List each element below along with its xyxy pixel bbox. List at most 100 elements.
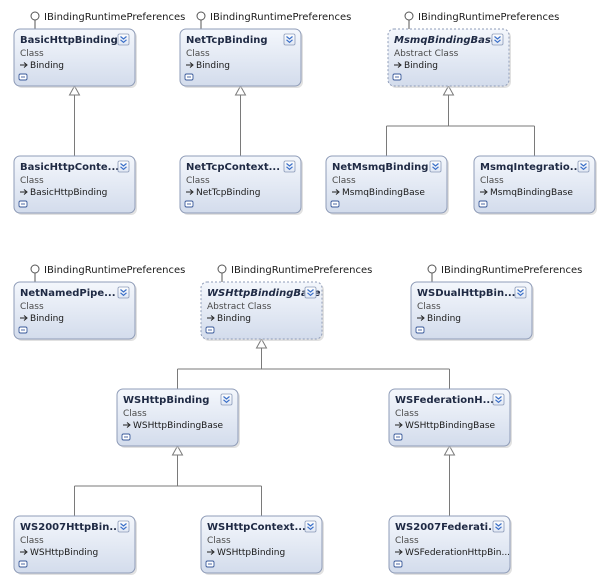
class-name: BasicHttpConte... (20, 162, 119, 173)
class-box-net-tcp-binding[interactable]: IBindingRuntimePreferencesNetTcpBindingC… (179, 11, 351, 88)
inherit-arrow-icon (20, 315, 28, 321)
class-box-wsdual-http-bin[interactable]: IBindingRuntimePreferencesWSDualHttpBin.… (410, 264, 582, 341)
inherit-arrow-icon (207, 549, 215, 555)
base-class-name: Binding (30, 61, 64, 71)
base-class-name: MsmqBindingBase (342, 188, 425, 198)
class-box-body (387, 28, 510, 87)
double-chevron-down-icon[interactable] (220, 393, 233, 406)
inherit-arrow-icon (207, 315, 215, 321)
inherit-arrow-icon (186, 62, 194, 68)
class-kind: Class (207, 536, 231, 546)
class-box-body (388, 515, 511, 574)
inherit-arrow-icon (20, 62, 28, 68)
interface-lollipop: IBindingRuntimePreferences (196, 11, 351, 29)
collapsed-compartment-icon[interactable] (393, 560, 403, 568)
inherit-arrow-icon (395, 549, 403, 555)
base-class-name: WSHttpBindingBase (133, 421, 224, 431)
collapsed-compartment-icon[interactable] (478, 200, 488, 208)
double-chevron-down-icon[interactable] (283, 160, 296, 173)
interface-name: IBindingRuntimePreferences (418, 12, 559, 23)
double-chevron-down-icon[interactable] (117, 160, 130, 173)
interface-name: IBindingRuntimePreferences (44, 12, 185, 23)
double-chevron-down-icon[interactable] (117, 520, 130, 533)
base-class-name: WSHttpBinding (217, 548, 285, 558)
class-box-body (179, 28, 302, 87)
double-chevron-down-icon[interactable] (492, 393, 505, 406)
double-chevron-down-icon[interactable] (304, 520, 317, 533)
class-box-body (410, 281, 533, 340)
class-kind: Class (123, 409, 147, 419)
interface-lollipop: IBindingRuntimePreferences (427, 264, 582, 282)
inherit-arrow-icon (417, 315, 425, 321)
class-kind: Class (417, 302, 441, 312)
class-name: NetTcpContext... (186, 162, 280, 173)
double-chevron-down-icon[interactable] (492, 520, 505, 533)
inheritance-edge (443, 444, 456, 516)
collapsed-compartment-icon[interactable] (392, 73, 402, 81)
collapsed-compartment-icon[interactable] (415, 326, 425, 334)
base-class-name: WSHttpBindingBase (405, 421, 496, 431)
interface-name: IBindingRuntimePreferences (210, 12, 351, 23)
inherit-arrow-icon (20, 189, 28, 195)
base-class-name: BasicHttpBinding (30, 188, 107, 198)
class-kind: Class (20, 49, 44, 59)
interface-name: IBindingRuntimePreferences (441, 265, 582, 276)
collapsed-compartment-icon[interactable] (205, 560, 215, 568)
interface-lollipop: IBindingRuntimePreferences (30, 264, 185, 282)
collapsed-compartment-icon[interactable] (121, 433, 131, 441)
double-chevron-down-icon[interactable] (491, 33, 504, 46)
double-chevron-down-icon[interactable] (117, 33, 130, 46)
double-chevron-down-icon[interactable] (117, 286, 130, 299)
collapsed-compartment-icon[interactable] (184, 73, 194, 81)
interface-name: IBindingRuntimePreferences (231, 265, 372, 276)
class-name: WS2007Federati... (395, 522, 500, 533)
double-chevron-down-icon[interactable] (577, 160, 590, 173)
double-chevron-down-icon[interactable] (429, 160, 442, 173)
inherit-arrow-icon (395, 422, 403, 428)
class-box-wshttp-binding-base[interactable]: IBindingRuntimePreferencesWSHttpBindingB… (200, 264, 372, 341)
class-kind: Class (332, 176, 356, 186)
collapsed-compartment-icon[interactable] (330, 200, 340, 208)
class-box-net-named-pipe[interactable]: IBindingRuntimePreferencesNetNamedPipe..… (13, 264, 185, 341)
inheritance-edge (234, 84, 247, 156)
lollipop-icon (404, 11, 414, 21)
class-box-ws2007-federati[interactable]: WS2007Federati...ClassWSFederationHttpBi… (388, 515, 512, 575)
class-kind: Class (20, 176, 44, 186)
inherit-arrow-icon (480, 189, 488, 195)
collapsed-compartment-icon[interactable] (184, 200, 194, 208)
collapsed-compartment-icon[interactable] (393, 433, 403, 441)
lollipop-icon (196, 11, 206, 21)
collapsed-compartment-icon[interactable] (18, 560, 28, 568)
collapsed-compartment-icon[interactable] (18, 73, 28, 81)
class-name: NetMsmqBinding (332, 162, 428, 173)
double-chevron-down-icon[interactable] (283, 33, 296, 46)
base-class-name: NetTcpBinding (196, 188, 260, 198)
class-box-body (200, 515, 323, 574)
class-box-body (13, 155, 136, 214)
interface-lollipop: IBindingRuntimePreferences (30, 11, 185, 29)
collapsed-compartment-icon[interactable] (18, 326, 28, 334)
class-kind: Class (186, 176, 210, 186)
class-name: MsmqIntegratio... (480, 162, 581, 173)
class-box-basic-http-binding[interactable]: IBindingRuntimePreferencesBasicHttpBindi… (13, 11, 185, 88)
inherit-arrow-icon (20, 549, 28, 555)
base-class-name: MsmqBindingBase (490, 188, 573, 198)
class-kind: Class (395, 409, 419, 419)
class-box-msmq-binding-base[interactable]: IBindingRuntimePreferencesMsmqBindingBas… (387, 11, 559, 88)
collapsed-compartment-icon[interactable] (205, 326, 215, 334)
collapsed-compartment-icon[interactable] (18, 200, 28, 208)
double-chevron-down-icon[interactable] (304, 286, 317, 299)
class-box-body (13, 281, 136, 340)
class-name: WSHttpBinding (123, 395, 209, 406)
lollipop-icon (217, 264, 227, 274)
class-name: NetNamedPipe... (20, 288, 116, 299)
double-chevron-down-icon[interactable] (514, 286, 527, 299)
